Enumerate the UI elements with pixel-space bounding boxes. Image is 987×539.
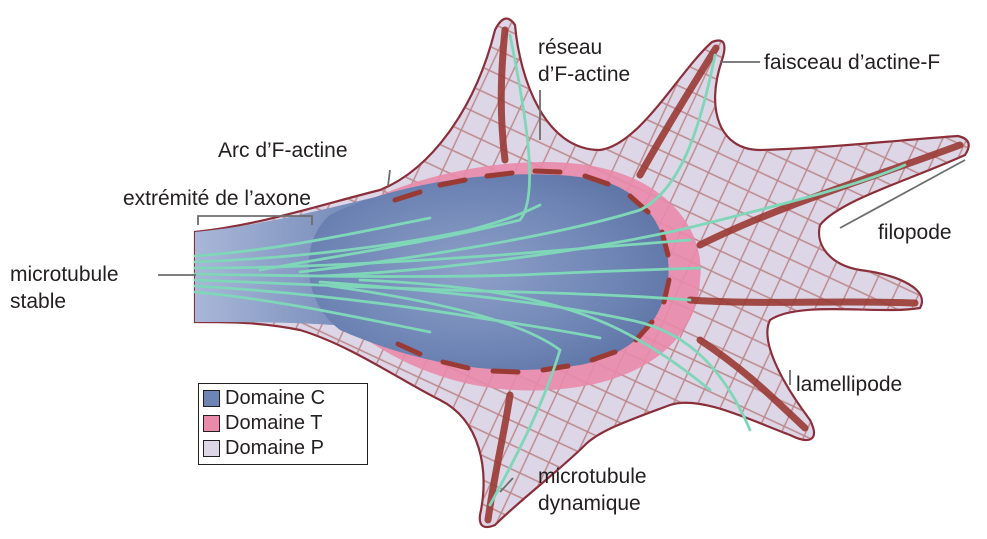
legend-item-domaine-c: Domaine C: [203, 387, 325, 409]
label-filopode: filopode: [878, 220, 952, 245]
label-microtubule-stable-line1: microtubule: [10, 262, 119, 287]
label-lamellipode: lamellipode: [796, 372, 902, 397]
label-reseau-line2: d’F-actine: [538, 62, 630, 87]
label-reseau-line1: réseau: [538, 35, 602, 60]
label-arc: Arc d’F-actine: [218, 138, 348, 163]
legend-label-t: Domaine T: [225, 412, 322, 435]
legend-item-domaine-t: Domaine T: [203, 412, 322, 434]
label-microtubule-stable-line2: stable: [10, 289, 66, 314]
label-microtubule-dynamique-line2: dynamique: [538, 491, 641, 516]
legend: Domaine C Domaine T Domaine P: [198, 383, 368, 465]
legend-swatch-p: [203, 440, 220, 457]
legend-swatch-c: [203, 390, 220, 407]
legend-item-domaine-p: Domaine P: [203, 437, 324, 459]
label-extremite: extrémité de l’axone: [123, 186, 311, 211]
legend-label-p: Domaine P: [225, 437, 324, 460]
label-microtubule-dynamique-line1: microtubule: [538, 464, 647, 489]
legend-swatch-t: [203, 415, 220, 432]
label-faisceau: faisceau d’actine-F: [764, 50, 940, 75]
legend-label-c: Domaine C: [225, 387, 325, 410]
